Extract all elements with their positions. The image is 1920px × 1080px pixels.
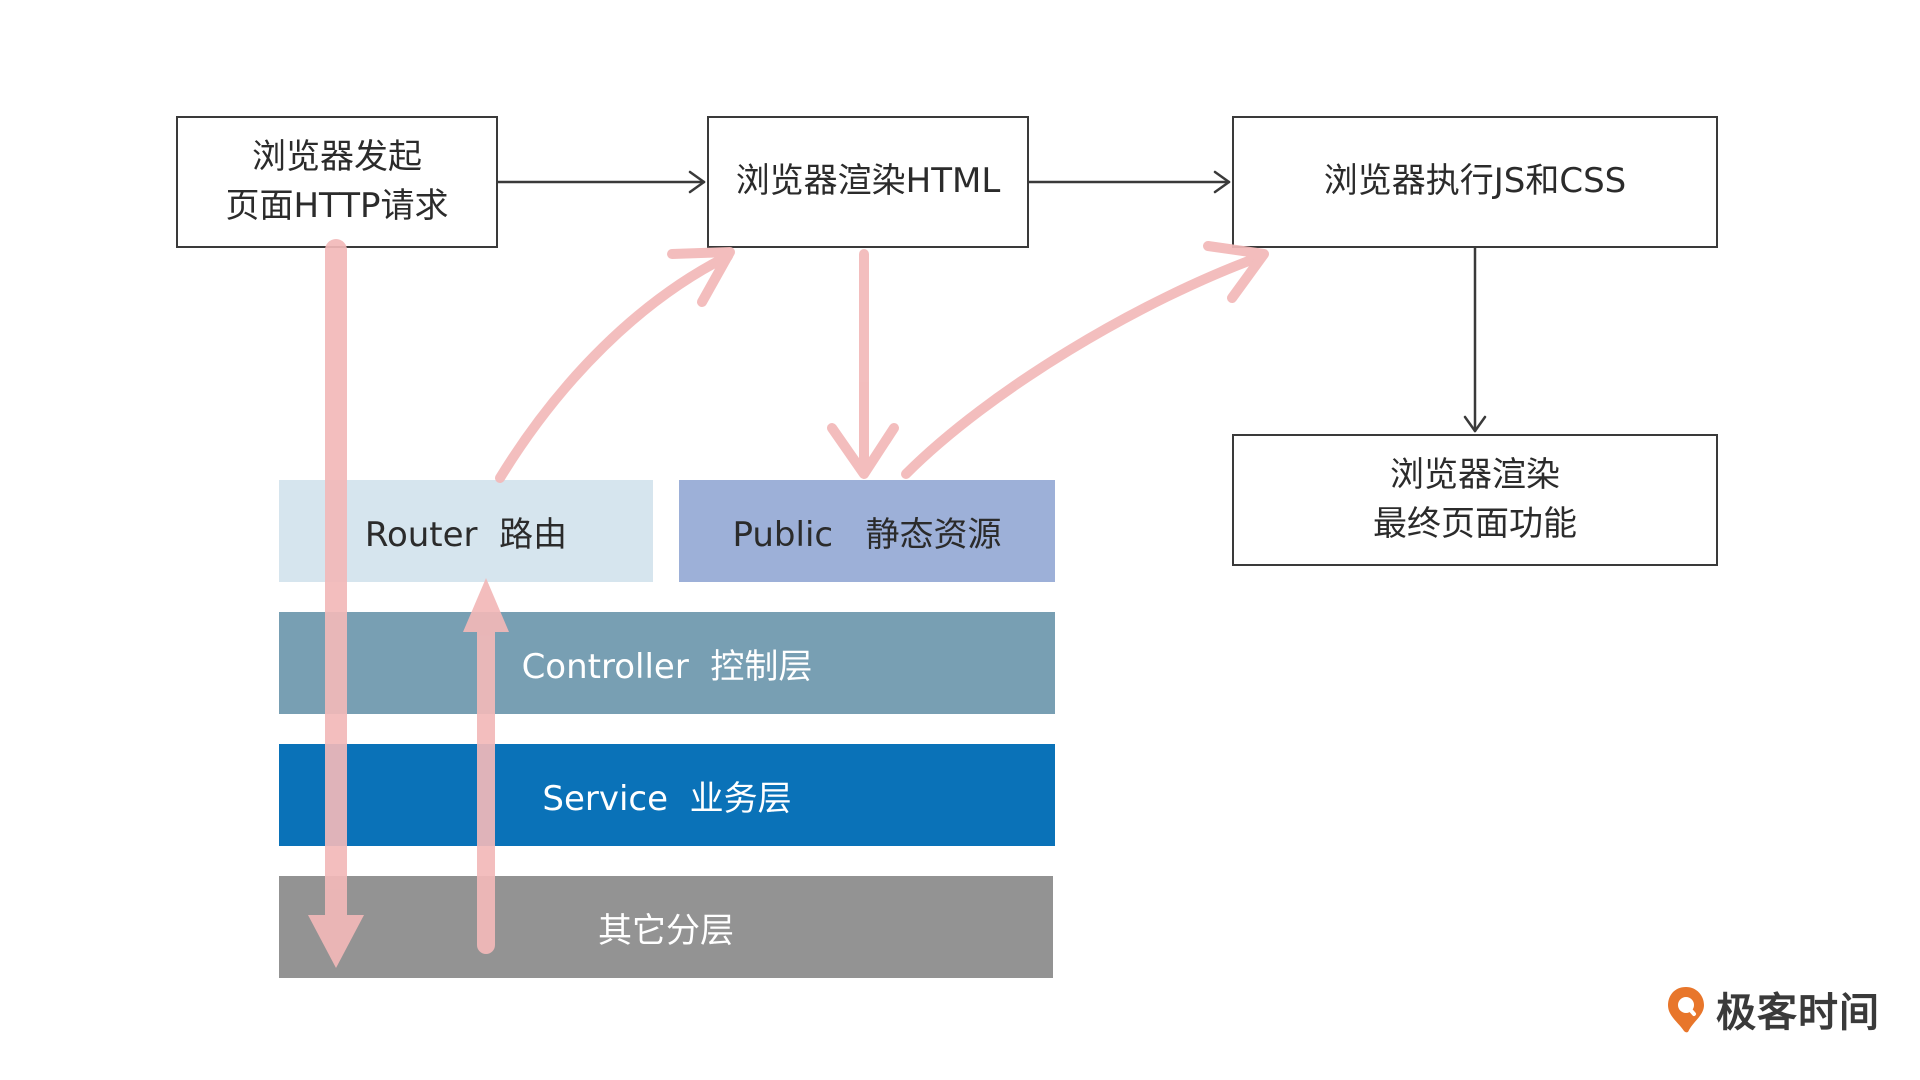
final-line-1: 浏览器渲染: [1390, 454, 1560, 495]
request-line-1: 浏览器发起: [252, 136, 422, 177]
geektime-logo-icon: [1668, 987, 1704, 1033]
arrow-request-to-render: [496, 170, 706, 194]
exec-label: 浏览器执行JS和CSS: [1323, 161, 1627, 202]
arrow-render-to-exec: [1027, 170, 1231, 194]
public-layer: Public 静态资源: [679, 480, 1055, 582]
router-layer: Router 路由: [279, 480, 653, 582]
final-line-2: 最终页面功能: [1373, 504, 1577, 544]
browser-exec-js-css-box: 浏览器执行JS和CSS: [1232, 116, 1718, 248]
brand-logo: 极客时间: [1664, 980, 1880, 1038]
browser-request-box: 浏览器发起 页面HTTP请求: [176, 116, 498, 248]
brand-name: 极客时间: [1716, 990, 1880, 1036]
controller-layer: Controller 控制层: [279, 612, 1055, 714]
browser-render-html-box: 浏览器渲染HTML: [707, 116, 1029, 248]
service-layer: Service 业务层: [279, 744, 1055, 846]
other-layers: 其它分层: [279, 876, 1053, 978]
render-label: 浏览器渲染HTML: [735, 161, 1001, 202]
browser-final-render-box: 浏览器渲染 最终页面功能: [1232, 434, 1718, 566]
request-line-2: 页面HTTP请求: [225, 186, 449, 226]
arrow-exec-to-final: [1463, 246, 1487, 433]
